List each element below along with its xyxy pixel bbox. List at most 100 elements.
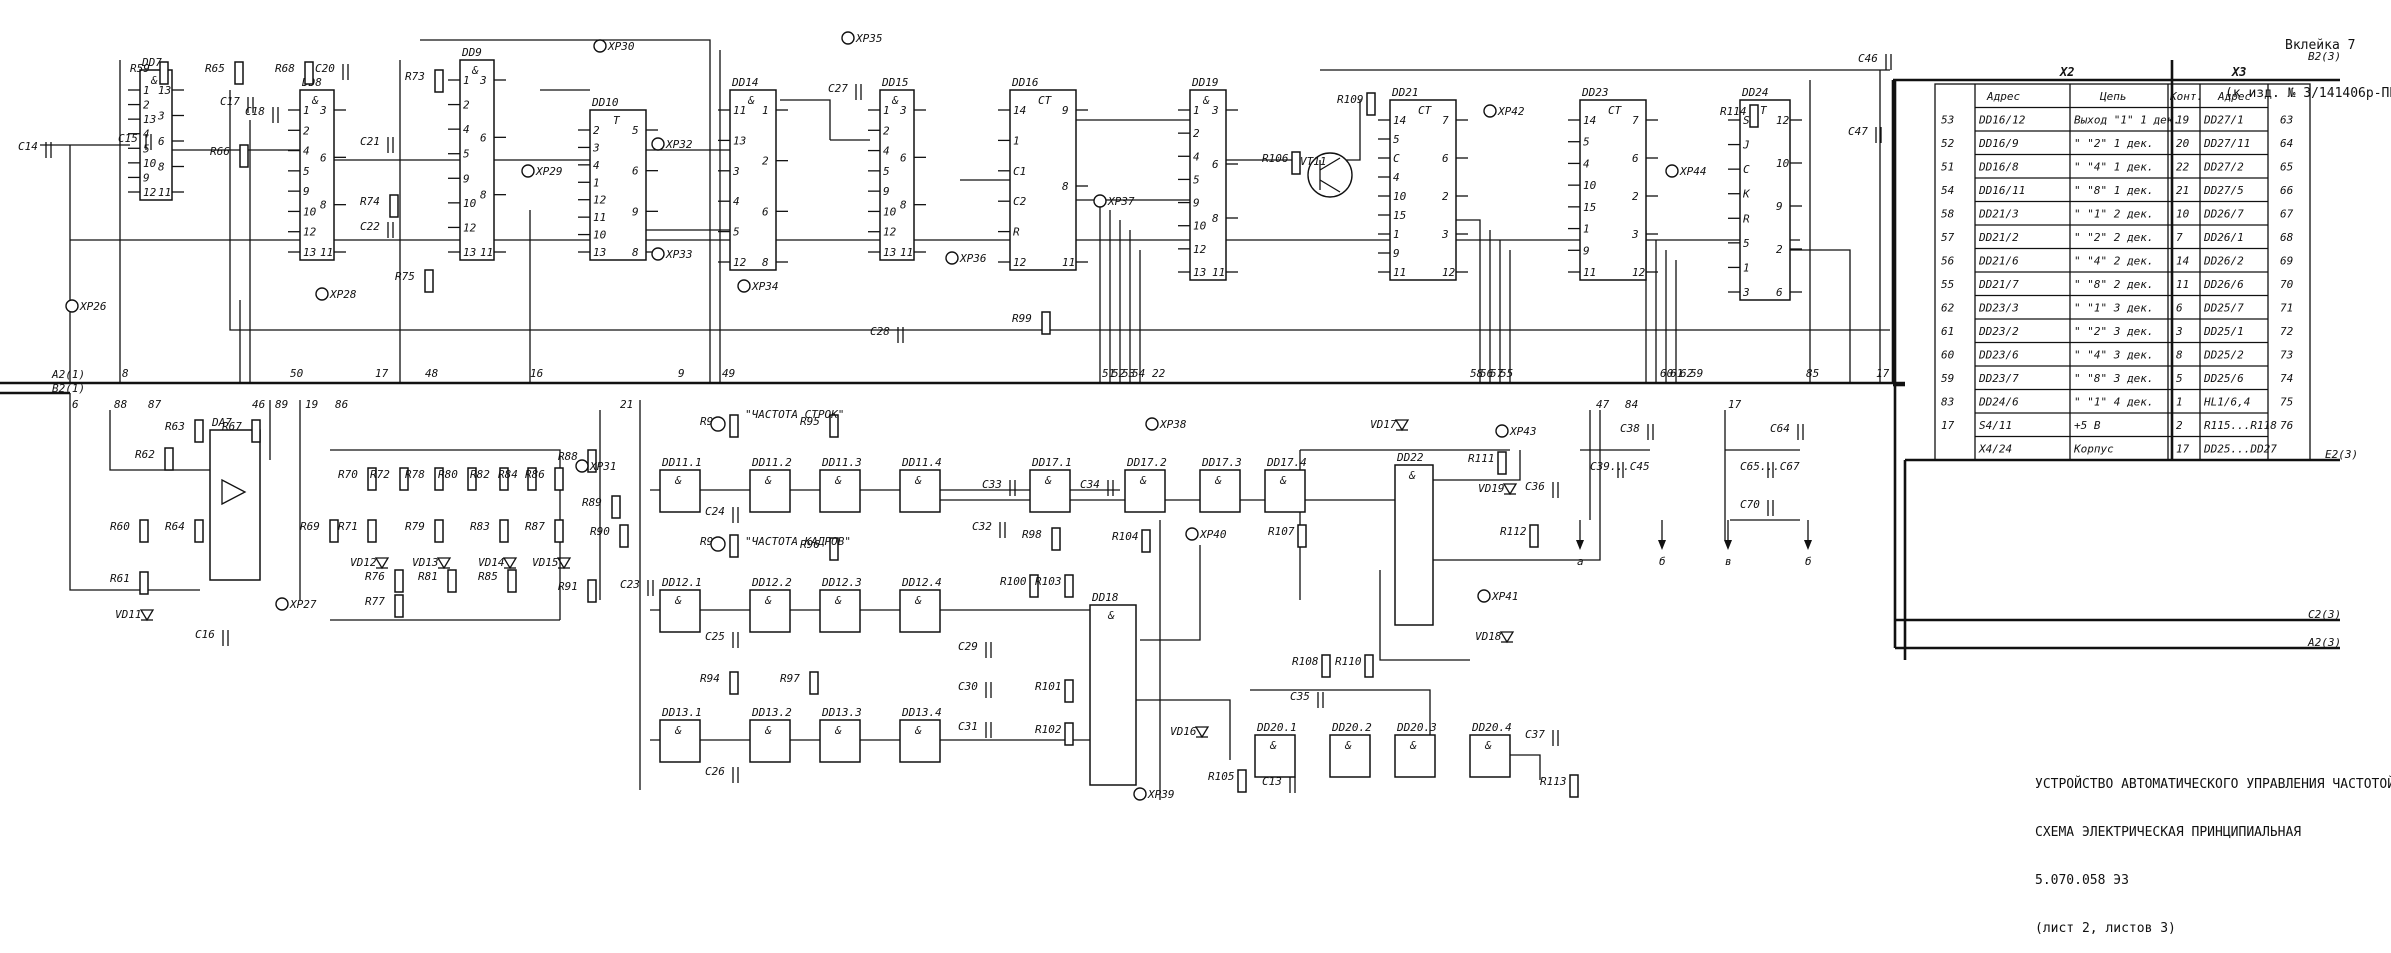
component-xp43: XP43 [1509,425,1537,438]
pin-number: 9 [883,185,890,198]
pin-number: 9 [632,205,639,218]
pin-number: 3 [1631,228,1639,241]
component-c64: C64 [1770,422,1804,440]
pin-number: 14 [1013,104,1026,117]
component-label: R82 [470,468,490,481]
pin-number: C [1393,152,1400,165]
table-cell: DD25/6 [2203,372,2244,385]
component-label: VD11 [115,608,142,621]
pin-number: 14 [1393,114,1406,127]
bus-pin-top: 9 [678,367,685,380]
component-c37: C37 [1525,728,1559,746]
pot-knobs [710,416,726,552]
component-label: C37 [1525,728,1545,741]
component-r75: R75 [395,269,434,293]
test-point-xp33 [651,247,665,261]
chip-dd13-3: DD13.3& [819,706,862,763]
component-label: C26 [705,765,725,778]
component-r107: R107 [1268,524,1307,548]
pin-number: S [1743,114,1750,127]
logic-symbol: & [150,74,158,87]
component-label: XP29 [535,165,563,178]
chip-id-label: DD17.2 [1126,456,1167,469]
pin-number: 7 [1632,114,1639,127]
pin-number: 9 [1776,200,1783,213]
component-label: XP30 [607,40,635,53]
component-c36: C36 [1525,480,1559,498]
connector-x2-label: X2 [2059,65,2074,79]
component-label: C28 [870,325,890,338]
pin-number: 8 [1212,212,1219,225]
component-label: R110 [1335,655,1362,668]
logic-symbol: & [834,594,842,607]
component-xp31: XP31 [589,460,617,473]
pin-number: 13 [463,246,476,259]
table-header: Конт. [2169,90,2203,103]
component-r71: R71 [338,519,377,543]
component-label: C13 [1262,775,1282,788]
component-r59: R59 [130,61,169,85]
component-label: R77 [365,595,385,608]
component-label: XP41 [1491,590,1519,603]
logic-symbol: & [1484,739,1492,752]
component-r62: R62 [135,447,174,471]
table-cell: R115...R118 [2204,419,2277,432]
pin-number: 6 [632,165,639,178]
bus-a2-1-label: А2(1) [51,368,85,381]
table-cell: 63 [2280,114,2293,127]
component-c18: C18 [245,105,279,123]
component-r108: R108 [1292,654,1331,678]
component-r85: R85 [478,569,517,593]
chip-id-label: DD17.3 [1201,456,1242,469]
component-label: R78 [405,468,425,481]
component-label: C65...C67 [1740,460,1800,473]
logic-symbol: & [914,724,922,737]
component-label: R83 [470,520,490,533]
chip-dd17-1: DD17.1& [1029,456,1072,513]
component-r106: R106 [1262,151,1301,175]
component-c46: C46 [1858,52,1892,70]
component-c22: C22 [360,220,394,238]
chip-id-label: DD12.2 [751,576,792,589]
pin-number: 3 [319,104,327,117]
table-cell: " "4" 2 дек. [2074,255,2153,268]
pin-number: 5 [632,124,639,137]
chip-dd17-2: DD17.2& [1124,456,1167,513]
component-label: R85 [478,570,498,583]
component-label: R90 [590,525,610,538]
component-r114: R114 [1720,104,1759,128]
pin-number: 5 [1393,133,1400,146]
table-cell: 52 [1941,137,1955,150]
pin-number: C [1743,163,1750,176]
component-vd15: VD15 [532,556,572,570]
component-label: R74 [360,195,380,208]
table-cell: " "1" 4 дек. [2074,396,2153,409]
table-cell: DD23/2 [1978,325,2019,338]
pin-number: 9 [143,171,150,184]
component-c47: C47 [1848,125,1882,143]
test-point-xp27 [275,597,289,611]
chip-dd11-3: DD11.3& [819,456,862,513]
test-point-xp30 [593,39,607,53]
pin-number: 10 [1193,220,1207,233]
component-label: R101 [1035,680,1062,693]
logic-symbol: & [1044,474,1052,487]
component-vd12: VD12 [350,556,390,570]
bus-pin-bottom: 87 [148,398,162,411]
component-label: R108 [1292,655,1319,668]
pin-number: 2 [1776,243,1783,256]
table-cell: " "2" 2 дек. [2074,231,2153,244]
component-c32: C32 [972,520,1006,538]
component-xp35: XP35 [855,32,883,45]
component-xp28: XP28 [329,288,357,301]
chip-dd13-1: DD13.1& [659,706,702,763]
test-point-xp28 [315,287,329,301]
pin-number: 3 [899,104,907,117]
component-label: VD13 [412,556,439,569]
component-c34: C34 [1080,478,1114,496]
test-point-xp41 [1477,589,1491,603]
test-point-xp38 [1145,417,1159,431]
table-cell: DD16/9 [1978,137,2019,150]
component-r111: R111 [1468,451,1507,475]
